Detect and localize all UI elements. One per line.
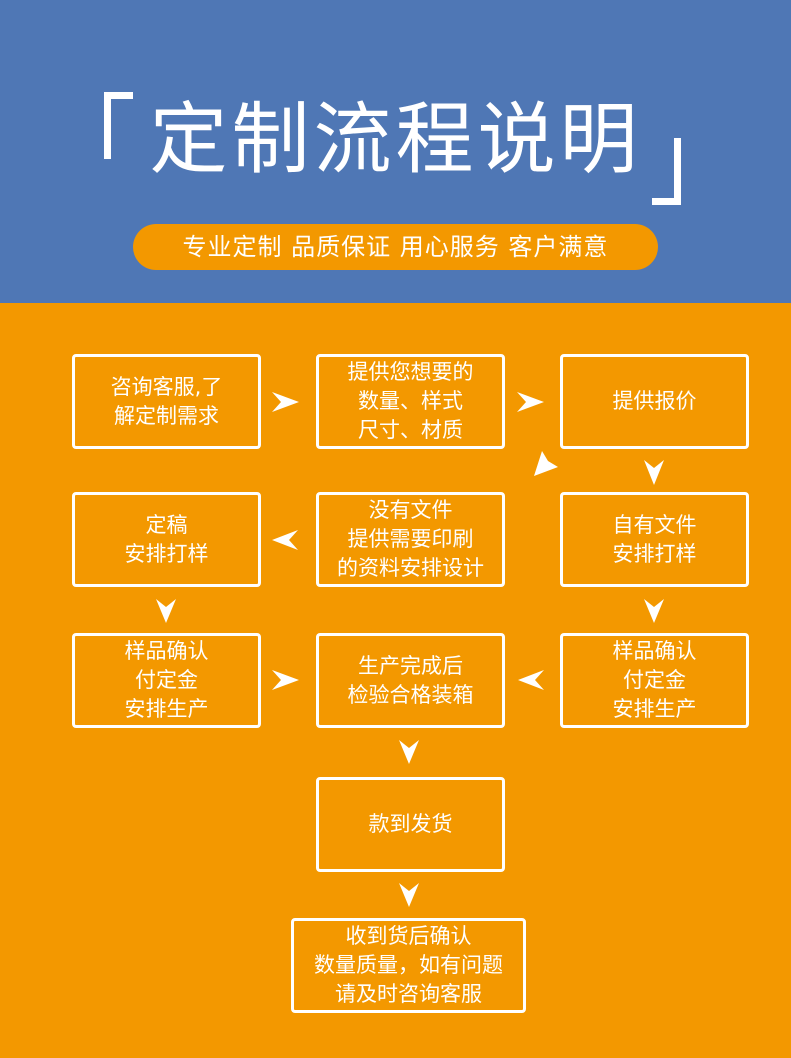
arrow-down-icon <box>399 883 419 907</box>
header-band: 定制流程说明 专业定制 品质保证 用心服务 客户满意 <box>0 0 791 303</box>
step-production-done-text: 生产完成后 检验合格装箱 <box>347 653 474 707</box>
step-sample-confirm-left: 样品确认 付定金 安排生产 <box>72 633 261 728</box>
step-finalize-text: 定稿 安排打样 <box>124 512 209 566</box>
step-consult: 咨询客服,了 解定制需求 <box>72 354 261 449</box>
step-has-file-text: 自有文件 安排打样 <box>612 512 697 566</box>
step-sample-confirm-left-text: 样品确认 付定金 安排生产 <box>124 639 209 721</box>
step-finalize: 定稿 安排打样 <box>72 492 261 587</box>
arrow-down-icon <box>644 599 664 623</box>
step-receipt-text: 收到货后确认 数量质量，如有问题 请及时咨询客服 <box>314 924 503 1006</box>
arrow-left-icon <box>272 530 298 550</box>
arrow-right-icon <box>272 392 299 412</box>
step-consult-text: 咨询客服,了 解定制需求 <box>110 374 223 428</box>
tagline-pill: 专业定制 品质保证 用心服务 客户满意 <box>133 224 658 270</box>
arrow-down-icon <box>399 740 419 764</box>
arrow-right-icon <box>517 392 544 412</box>
right-corner-bracket <box>652 138 681 205</box>
step-receipt: 收到货后确认 数量质量，如有问题 请及时咨询客服 <box>291 918 526 1013</box>
step-no-file-text: 没有文件 提供需要印刷 的资料安排设计 <box>337 498 484 580</box>
step-quote: 提供报价 <box>560 354 749 449</box>
page-title: 定制流程说明 <box>149 95 642 185</box>
arrow-left-icon <box>518 670 544 690</box>
step-payment-ship-text: 款到发货 <box>368 812 453 836</box>
step-sample-confirm-right: 样品确认 付定金 安排生产 <box>560 633 749 728</box>
left-corner-bracket <box>104 92 133 159</box>
step-production-done: 生产完成后 检验合格装箱 <box>316 633 505 728</box>
step-has-file: 自有文件 安排打样 <box>560 492 749 587</box>
step-payment-ship: 款到发货 <box>316 777 505 872</box>
step-quote-text: 提供报价 <box>612 389 697 413</box>
step-provide-specs-text: 提供您想要的 数量、样式 尺寸、材质 <box>347 360 474 442</box>
arrow-diagonal-icon <box>534 451 558 476</box>
step-no-file: 没有文件 提供需要印刷 的资料安排设计 <box>316 492 505 587</box>
arrow-down-icon <box>156 599 176 623</box>
step-provide-specs: 提供您想要的 数量、样式 尺寸、材质 <box>316 354 505 449</box>
arrow-right-icon <box>272 670 299 690</box>
step-sample-confirm-right-text: 样品确认 付定金 安排生产 <box>612 639 697 721</box>
arrow-down-icon <box>644 460 664 485</box>
